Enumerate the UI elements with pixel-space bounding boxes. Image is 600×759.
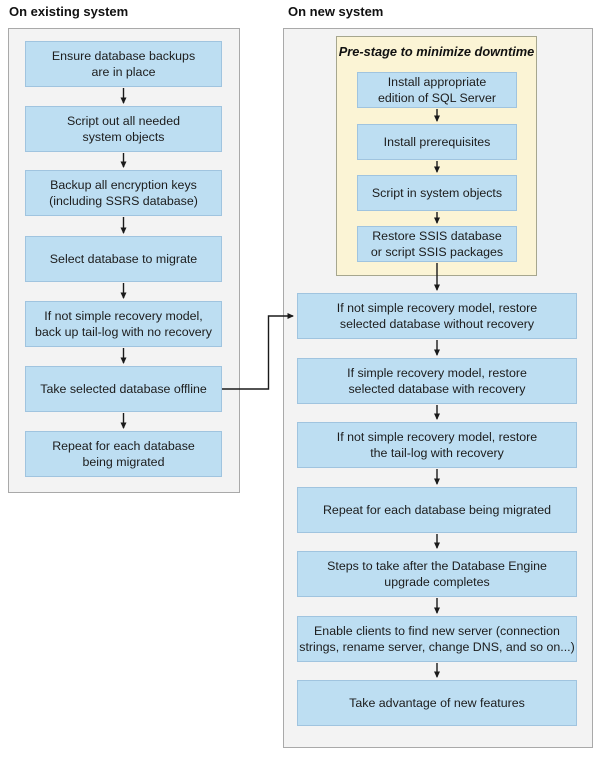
- step-repeat-new: Repeat for each database being migrated: [297, 487, 577, 533]
- prestage-title: Pre-stage to minimize downtime: [338, 44, 535, 59]
- step-script-in-objects: Script in system objects: [357, 175, 517, 211]
- step-backup-tail-log: If not simple recovery model, back up ta…: [25, 301, 222, 347]
- step-post-upgrade: Steps to take after the Database Engine …: [297, 551, 577, 597]
- step-new-features: Take advantage of new features: [297, 680, 577, 726]
- step-repeat-existing: Repeat for each database being migrated: [25, 431, 222, 477]
- step-backup-encryption-keys: Backup all encryption keys (including SS…: [25, 170, 222, 216]
- step-enable-clients: Enable clients to find new server (conne…: [297, 616, 577, 662]
- step-install-prerequisites: Install prerequisites: [357, 124, 517, 160]
- step-select-database: Select database to migrate: [25, 236, 222, 282]
- step-restore-tail-log: If not simple recovery model, restore th…: [297, 422, 577, 468]
- step-restore-ssis: Restore SSIS database or script SSIS pac…: [357, 226, 517, 262]
- step-ensure-backups: Ensure database backups are in place: [25, 41, 222, 87]
- existing-system-heading: On existing system: [9, 4, 129, 19]
- new-system-heading: On new system: [288, 4, 384, 19]
- step-restore-with-recovery: If simple recovery model, restore select…: [297, 358, 577, 404]
- step-take-offline: Take selected database offline: [25, 366, 222, 412]
- step-script-system-objects: Script out all needed system objects: [25, 106, 222, 152]
- step-restore-without-recovery: If not simple recovery model, restore se…: [297, 293, 577, 339]
- step-install-sql-server: Install appropriate edition of SQL Serve…: [357, 72, 517, 108]
